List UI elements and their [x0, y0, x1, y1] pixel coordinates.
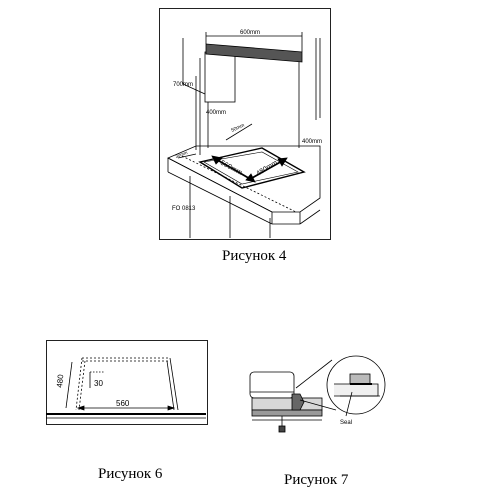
dim-480mm-label: 480mm — [255, 159, 279, 177]
dim-600mm-label: 600mm — [240, 30, 260, 36]
figure-6-drawing — [46, 357, 206, 419]
dim-560mm-label: 560mm — [219, 160, 243, 177]
left-wall-cabinet — [204, 51, 236, 103]
dim-560-label: 560 — [116, 399, 130, 408]
range-hood — [205, 43, 303, 63]
seal-label: Seal — [340, 420, 352, 426]
figure-4-caption: Рисунок 4 — [222, 248, 287, 264]
detail-circle — [326, 355, 386, 415]
figure-7-caption: Рисунок 7 — [284, 472, 349, 488]
dim-700mm-label: 700mm — [173, 82, 193, 88]
dim-50mm-label: 50mm — [230, 122, 245, 133]
figure-7-drawing — [249, 355, 386, 433]
figure-6-frame — [46, 340, 208, 425]
hob-body — [249, 371, 295, 399]
figure-code-label: FO 0813 — [172, 206, 196, 212]
figure-4-drawing — [167, 32, 321, 238]
hob-cutout — [198, 147, 306, 189]
figure-6-caption: Рисунок 6 — [98, 466, 163, 482]
dim-30-label: 30 — [94, 379, 103, 388]
dim-480-label: 480 — [55, 373, 65, 388]
dim-400mm-right-label: 400mm — [302, 139, 322, 145]
countertop-top — [167, 145, 321, 213]
dim-400mm-left-label: 400mm — [206, 110, 226, 116]
dim-30mm-label: 30mm — [175, 150, 189, 159]
